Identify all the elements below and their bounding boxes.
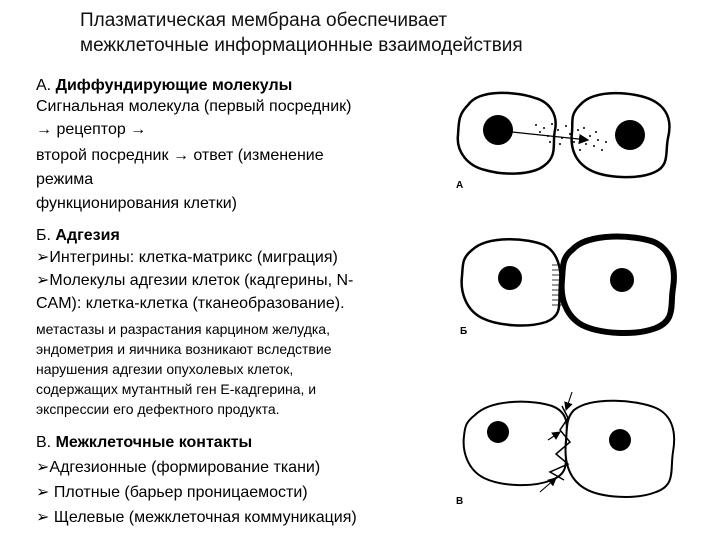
section-a-line-1: Сигнальная молекула (первый посредник): [36, 98, 352, 115]
section-b-bullet-1: ➢Интегрины: клетка-матрикс (миграция): [36, 249, 338, 266]
section-a-line-3: второй посредник → ответ (изменение: [36, 147, 324, 164]
panel-a-diffusion: А: [456, 91, 671, 191]
section-c-prefix: В.: [36, 434, 56, 451]
panel-a-label: А: [456, 180, 463, 191]
section-a-heading-text: Диффундирующие молекулы: [55, 77, 293, 94]
panel-c-arrow-middle: [547, 431, 561, 441]
section-b-prefix: Б.: [36, 227, 56, 244]
section-a-line-5: функционирования клетки): [36, 195, 237, 212]
title-line-2: межклеточные информационные взаимодейств…: [80, 35, 523, 56]
panel-b-adhesion: Б: [460, 233, 677, 337]
slide-title: Плазматическая мембрана обеспечивает меж…: [80, 8, 680, 58]
section-c-heading: В. Межклеточные контакты: [36, 433, 252, 453]
section-b-note-1: метастазы и разрастания карцином желудка…: [36, 321, 330, 337]
cell-interaction-figure: А Б В: [456, 91, 677, 507]
section-b-note-3: нарушения адгезии опухолевых клеток,: [36, 361, 294, 377]
section-c-bullet-3: ➢ Щелевые (межклеточная коммуникация): [36, 509, 357, 526]
panel-a-left-nucleus: [483, 115, 513, 145]
panel-c-arrow-bottom: [539, 477, 557, 493]
section-a-line-2: → рецептор →: [36, 121, 147, 138]
section-b-note-4: содержащих мутантный ген E-кадгерина, и: [36, 381, 317, 397]
section-b-note-5: экспрессии его дефектного продукта.: [36, 401, 280, 417]
section-b-bullet-2: ➢Молекулы адгезии клеток (кадгерины, N-: [36, 272, 354, 289]
panel-c-arrow-top: [564, 391, 573, 412]
panel-b-right-nucleus: [610, 268, 634, 292]
panel-c-junction-zigzag: [548, 405, 572, 481]
panel-a-right-nucleus: [615, 120, 645, 150]
section-b-heading-text: Адгезия: [55, 227, 120, 244]
section-a-prefix: А.: [36, 77, 56, 94]
panel-a-arrow: [511, 131, 590, 145]
section-a-heading: А. Диффундирующие молекулы: [36, 76, 292, 96]
title-line-1: Плазматическая мембрана обеспечивает: [80, 10, 448, 31]
panel-c-left-nucleus: [487, 421, 509, 443]
section-c-heading-text: Межклеточные контакты: [55, 434, 253, 451]
panel-c-right-nucleus: [609, 429, 631, 451]
section-a-line-4: режима: [36, 171, 94, 188]
section-b-heading: Б. Адгезия: [36, 226, 120, 246]
panel-c-contacts: В: [456, 391, 676, 507]
section-b-note-2: эндометрия и яичника возникают вследстви…: [36, 341, 332, 357]
panel-b-left-nucleus: [498, 266, 522, 290]
section-b-bullet-2-cont: CAM): клетка-клетка (тканеобразование).: [36, 295, 345, 312]
panel-b-label: Б: [460, 326, 467, 337]
section-c-bullet-2: ➢ Плотные (барьер проницаемости): [36, 484, 308, 501]
section-c-bullet-1: ➢Адгезионные (формирование ткани): [36, 459, 321, 476]
panel-c-label: В: [456, 496, 463, 507]
